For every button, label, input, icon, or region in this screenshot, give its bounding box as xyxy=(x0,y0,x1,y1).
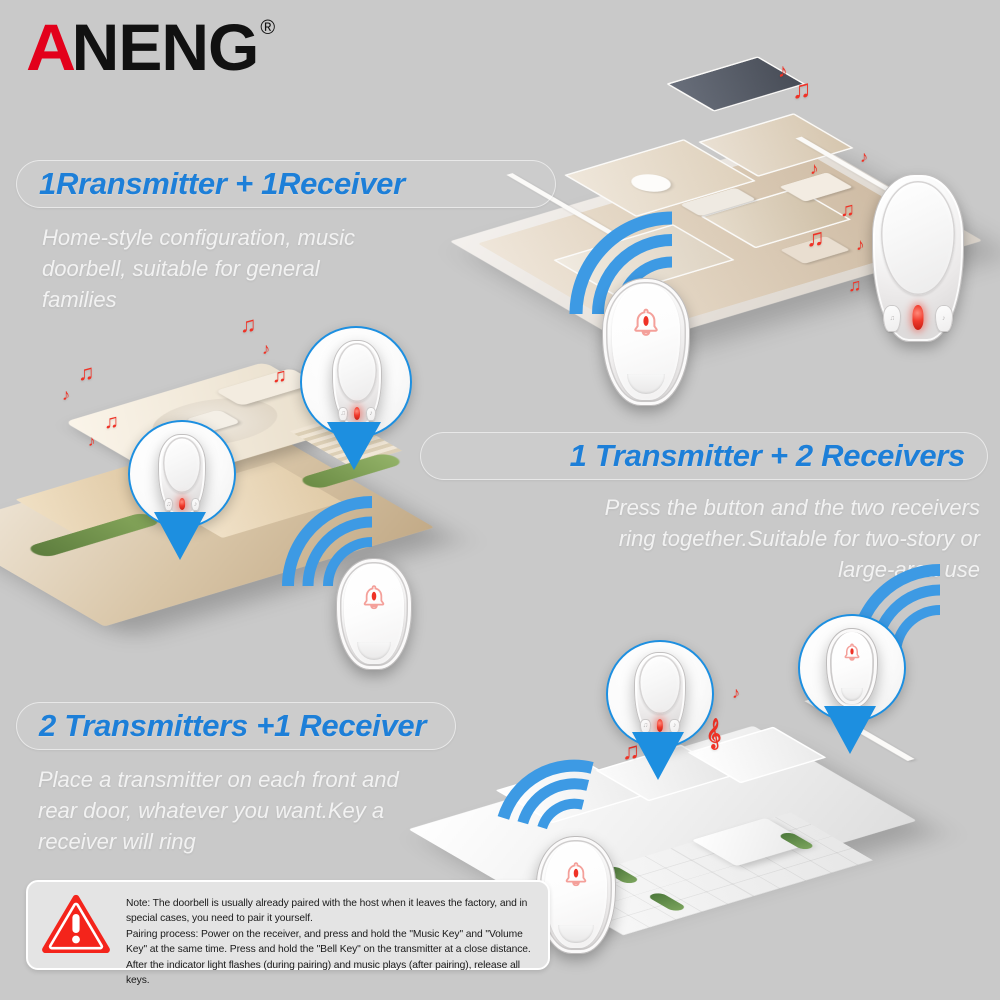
note-paragraph-2: Pairing process: Power on the receiver, … xyxy=(126,928,531,987)
music-note-icon: ♪ xyxy=(856,235,865,254)
indicator-led xyxy=(912,305,924,331)
receiver-device[interactable]: ♫ ♪ xyxy=(332,340,382,426)
transmitter-device[interactable] xyxy=(536,836,616,954)
transmitter-map-pin[interactable]: ♫ ♪ xyxy=(606,640,714,780)
section-heading: 2 Transmitters +1 Receiver xyxy=(39,708,427,743)
section-body: Home-style configuration, music doorbell… xyxy=(42,225,356,313)
music-key-button[interactable]: ♫ xyxy=(883,305,902,332)
music-note-icon: ♪ xyxy=(860,149,868,166)
transmitter-map-pin[interactable] xyxy=(798,614,906,754)
wifi-signal-icon xyxy=(282,496,392,594)
indicator-led xyxy=(656,719,664,732)
music-note-icon: ♫ xyxy=(792,74,812,104)
music-key-button[interactable]: ♫ xyxy=(338,407,348,421)
music-note-icon: ♪ xyxy=(262,341,270,358)
receiver-device[interactable]: ♫ ♪ xyxy=(158,434,206,516)
scene-apartment-cutaway: ♪ ♫ ♪ ♫ ♪ ♫ ♪ ♫ xyxy=(449,40,983,406)
speaker-wave-detail xyxy=(626,374,666,395)
receiver-map-pin[interactable]: ♫ ♪ xyxy=(128,420,236,560)
section-heading-pill: 1Rransmitter + 1Receiver xyxy=(16,160,556,208)
bell-icon xyxy=(565,861,587,886)
scene-villa: ♫ ♪ ♫ ♪ ♫ ♪ ♫ ♫ ♪ xyxy=(0,300,470,670)
music-note-icon: ♪ xyxy=(88,433,96,450)
brand-logo: A NENG ® xyxy=(26,14,275,80)
receiver-map-pin[interactable]: ♫ ♪ xyxy=(300,326,412,470)
music-note-icon: 𝄞 xyxy=(706,718,722,748)
bell-icon xyxy=(844,643,860,662)
music-note-icon: ♪ xyxy=(810,159,819,178)
music-note-icon: ♪ xyxy=(778,61,788,82)
music-note-icon: ♫ xyxy=(104,411,119,433)
music-note-icon: ♫ xyxy=(240,312,257,337)
music-note-icon: ♫ xyxy=(78,360,95,385)
receiver-device[interactable]: ♫ ♪ xyxy=(634,652,686,738)
registered-trademark-icon: ® xyxy=(260,17,276,39)
section-heading-pill: 1 Transmitter + 2 Receivers xyxy=(420,432,988,480)
music-key-button[interactable]: ♫ xyxy=(640,719,651,733)
indicator-led xyxy=(354,407,360,420)
music-key-button[interactable]: ♫ xyxy=(163,497,174,512)
section-body: Place a transmitter on each front and re… xyxy=(38,767,399,855)
section-one-transmitter-two-receivers: 1 Transmitter + 2 Receivers Press the bu… xyxy=(420,432,988,586)
logo-letter-a: A xyxy=(26,10,76,84)
volume-key-button[interactable]: ♪ xyxy=(190,497,201,512)
wifi-signal-icon xyxy=(497,759,622,836)
scene-white-apartment: ♪ ♫ ♪ 𝄞 ♫ ♪ xyxy=(408,564,1000,960)
music-note-icon: ♫ xyxy=(840,199,855,221)
bell-icon xyxy=(634,308,658,337)
warning-triangle-icon xyxy=(40,892,112,956)
section-heading: 1 Transmitter + 2 Receivers xyxy=(569,438,966,473)
volume-key-button[interactable]: ♪ xyxy=(366,407,376,421)
section-heading-pill: 2 Transmitters +1 Receiver xyxy=(16,702,456,750)
volume-key-button[interactable]: ♪ xyxy=(669,719,680,733)
transmitter-device[interactable] xyxy=(336,558,412,670)
music-note-icon: ♪ xyxy=(62,387,70,404)
bell-icon xyxy=(363,584,385,609)
music-note-icon: ♫ xyxy=(272,365,287,387)
volume-key-button[interactable]: ♪ xyxy=(934,305,953,332)
pairing-note-text: Note: The doorbell is usually already pa… xyxy=(126,892,534,989)
transmitter-device[interactable] xyxy=(602,278,690,406)
transmitter-device[interactable] xyxy=(826,628,878,708)
section-one-transmitter-one-receiver: 1Rransmitter + 1Receiver Home-style conf… xyxy=(16,160,556,316)
receiver-device[interactable]: ♫ ♪ xyxy=(872,174,964,342)
section-body: Press the button and the two receivers r… xyxy=(604,495,980,583)
section-heading: 1Rransmitter + 1Receiver xyxy=(39,166,405,201)
music-note-icon: ♫ xyxy=(848,275,862,295)
pairing-note-panel: Note: The doorbell is usually already pa… xyxy=(26,880,550,986)
note-paragraph-1: Note: The doorbell is usually already pa… xyxy=(126,898,528,925)
section-two-transmitters-one-receiver: 2 Transmitters +1 Receiver Place a trans… xyxy=(16,702,456,858)
music-note-icon: ♫ xyxy=(806,224,825,252)
logo-wordmark: NENG xyxy=(71,10,260,84)
music-note-icon: ♪ xyxy=(732,685,740,702)
indicator-led xyxy=(179,497,185,511)
